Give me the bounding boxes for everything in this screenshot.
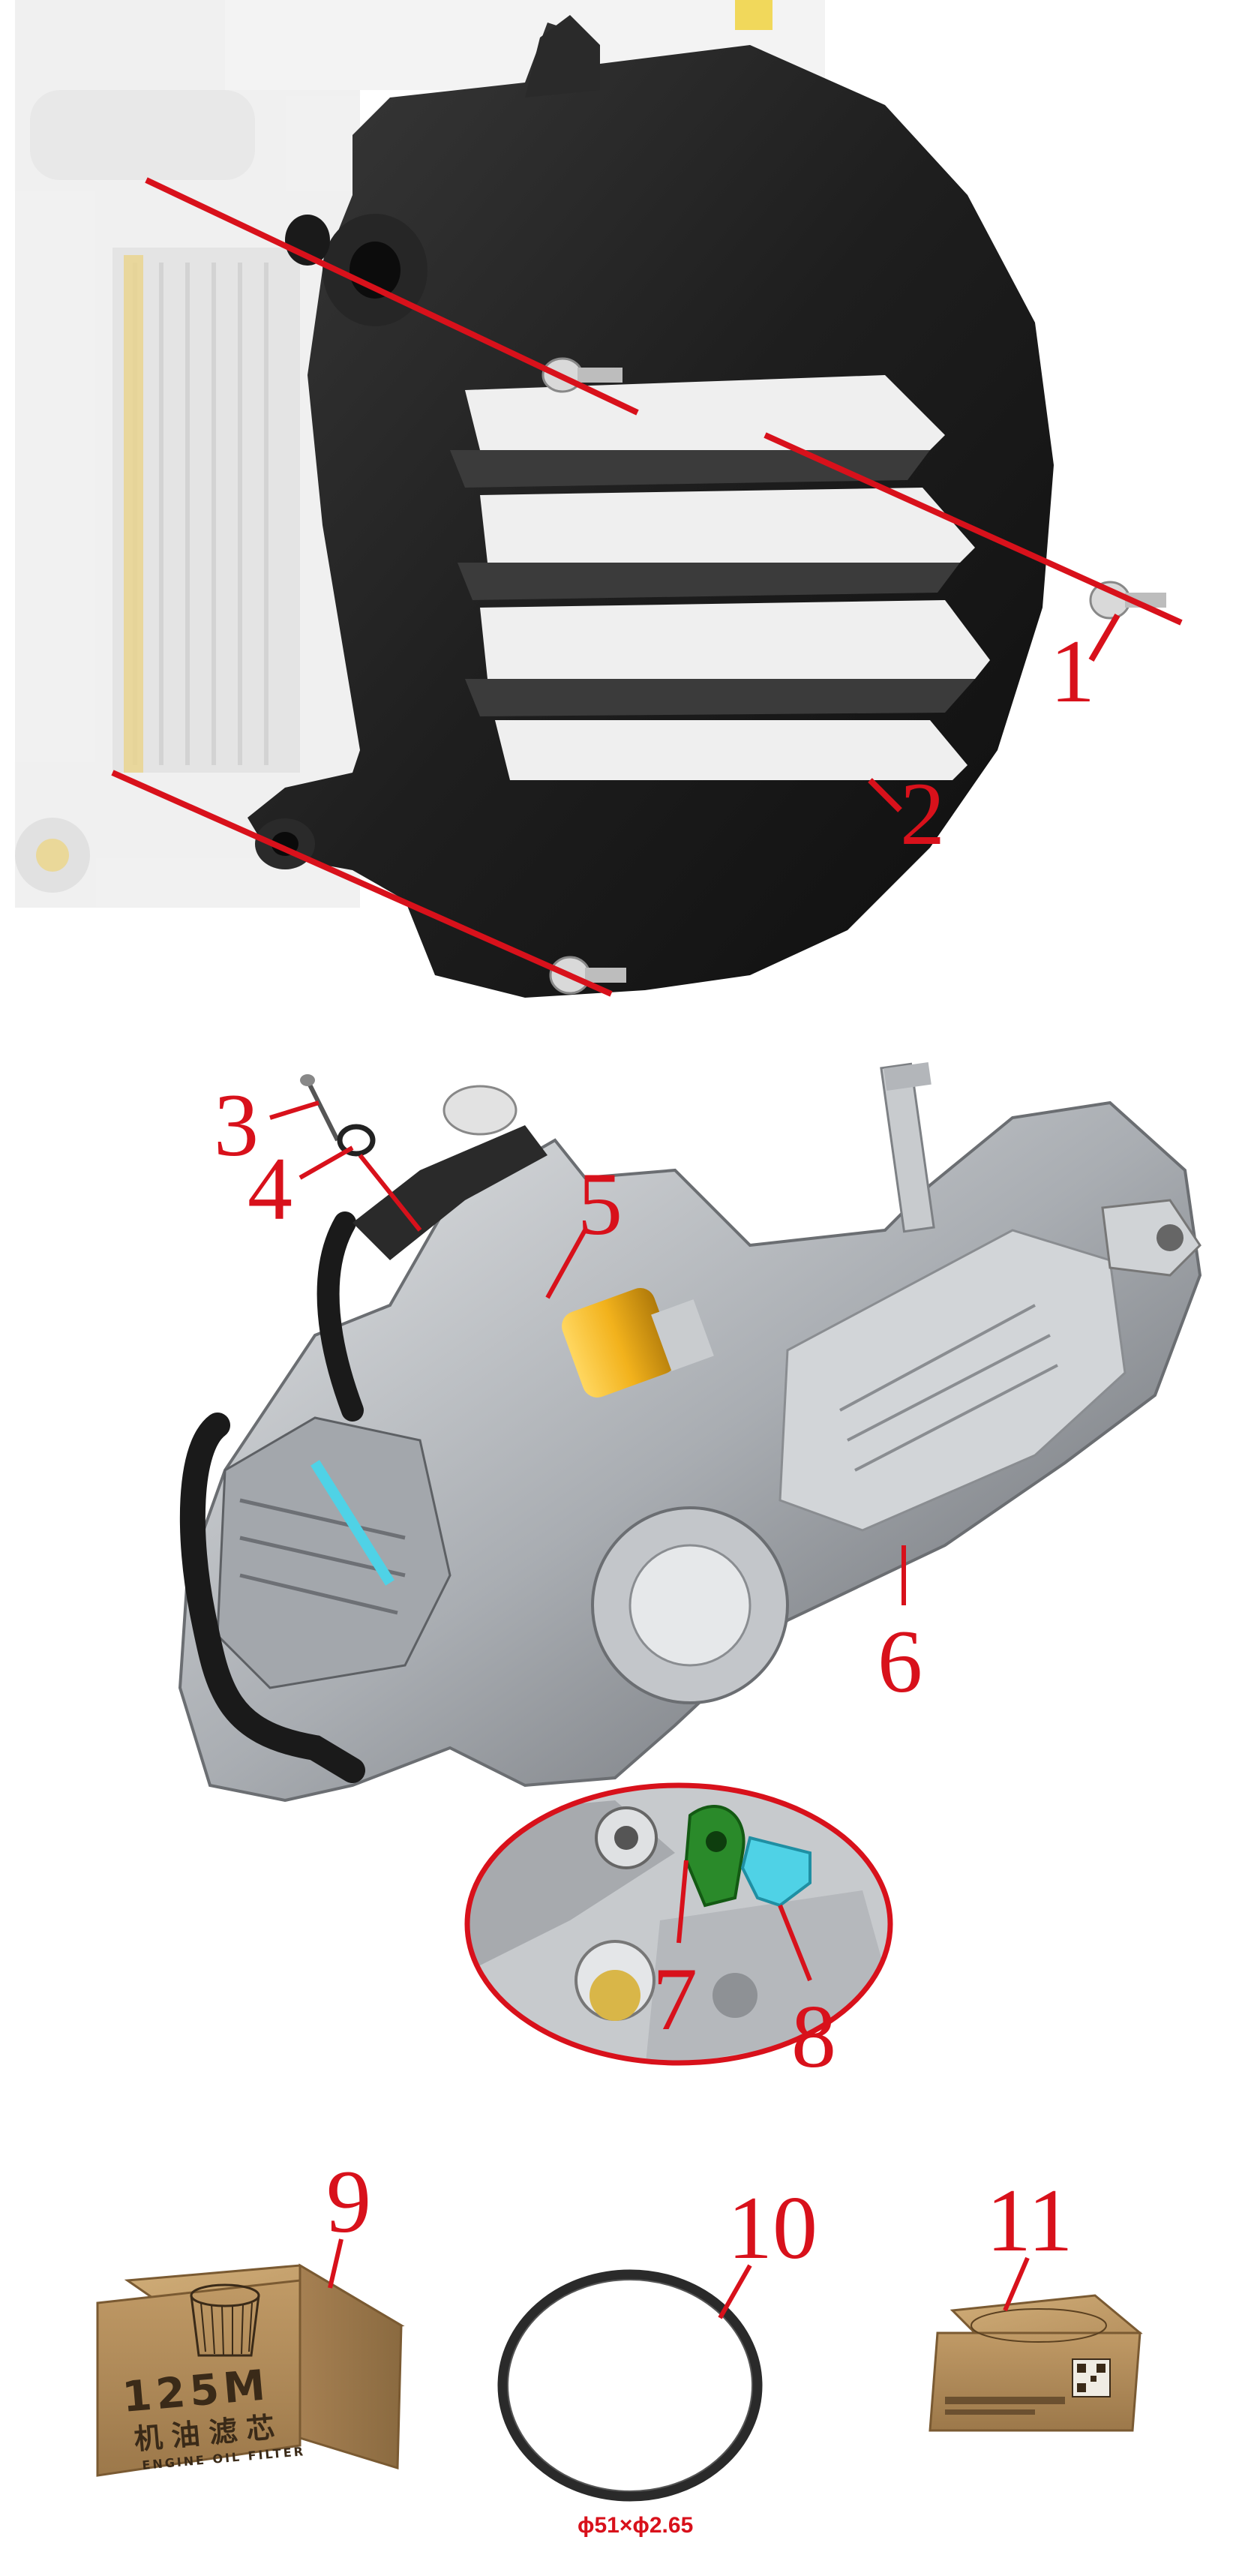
engine-section [178,1061,1202,1803]
shroud-section [15,0,1183,998]
callout-7: 7 [652,1949,698,2049]
assembly-lines-detail [676,1860,812,1982]
assembly-lines-engine [269,1100,906,1605]
callout-4: 4 [248,1139,292,1238]
callout-5: 5 [578,1154,622,1253]
o-ring-spec: ϕ51×ϕ2.65 [578,2513,693,2538]
oil-filter-box: 125M 机油滤芯 ENGINE OIL FILTER [96,2263,405,2477]
callout-3: 3 [214,1075,259,1175]
callout-2: 2 [900,764,945,863]
filter-pack [928,2294,1143,2432]
callout-11: 11 [986,2170,1073,2270]
screw-icon [300,1074,340,1142]
washer-clip-icon [337,1124,376,1157]
engine-assembly [178,1061,1202,1803]
callout-9: 9 [326,2151,371,2251]
o-ring [497,2269,763,2502]
callout-10: 10 [728,2178,818,2277]
assembly-lines-consumables [328,2238,1030,2319]
oil-filter-illustration-icon [190,2283,260,2357]
callout-6: 6 [878,1611,922,1711]
fan-shroud-cover [248,15,1054,998]
callout-labels: 1 2 3 4 5 6 7 8 9 10 11 [214,621,1095,2277]
assembly-lines-shroud [111,177,1183,997]
callout-1: 1 [1050,621,1095,721]
callout-8: 8 [791,1986,836,2086]
starter-motor-icon [562,1288,714,1398]
